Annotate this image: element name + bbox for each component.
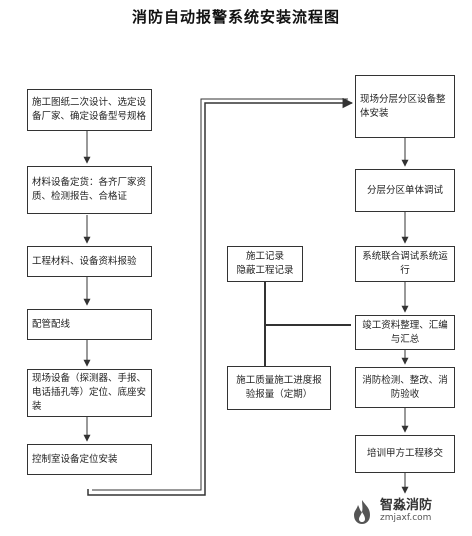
step-right-1-label: 现场分层分区设备整体安装 [360,93,446,119]
step-right-3: 系统联合调试系统运行 [355,246,455,282]
step-right-5-label: 消防检测、整改、消防验收 [362,374,448,400]
step-middle-2: 施工质量施工进度报验报量（定期） [227,366,331,410]
step-left-6-label: 控制室设备定位安装 [32,453,118,465]
step-right-4-label: 竣工资料整理、汇编与汇总 [362,319,448,345]
step-right-6: 培训甲方工程移交 [355,435,455,473]
step-left-3-label: 工程材料、设备资料报验 [32,255,137,267]
step-right-2-label: 分层分区单体调试 [366,184,443,196]
watermark-url: zmjaxf.com [380,513,432,523]
step-right-6-label: 培训甲方工程移交 [366,448,443,459]
step-left-5: 现场设备（探测器、手报、电话插孔等）定位、底座安装 [27,369,152,417]
cross-connector-inner [92,98,348,491]
step-left-1: 施工图纸二次设计、选定设备厂家、确定设备型号规格 [27,89,152,131]
step-left-4-label: 配管配线 [32,318,71,330]
step-right-4: 竣工资料整理、汇编与汇总 [355,315,455,350]
cross-connector [87,97,354,496]
step-left-6: 控制室设备定位安装 [27,444,152,475]
step-middle-1: 施工记录 隐蔽工程记录 [227,246,303,282]
step-left-4: 配管配线 [27,309,152,340]
step-left-2-label: 材料设备定货：各齐厂家资质、检测报告、合格证 [32,177,147,202]
step-right-2: 分层分区单体调试 [355,169,455,212]
middle-links [264,282,351,366]
step-right-1: 现场分层分区设备整体安装 [355,75,455,138]
watermark-logo: 智淼消防 zmjaxf.com [348,492,470,532]
step-left-5-label: 现场设备（探测器、手报、电话插孔等）定位、底座安装 [32,373,147,412]
page-title: 消防自动报警系统安装流程图 [131,8,340,26]
flame-logo-icon [354,500,370,524]
step-middle-2-label: 施工质量施工进度报验报量（定期） [236,375,322,400]
watermark-name: 智淼消防 [380,498,433,513]
step-left-1-label: 施工图纸二次设计、选定设备厂家、确定设备型号规格 [32,97,147,122]
step-right-3-label: 系统联合调试系统运行 [362,251,448,276]
step-right-5: 消防检测、整改、消防验收 [355,367,455,408]
step-left-3: 工程材料、设备资料报验 [27,246,152,277]
step-middle-1-label: 施工记录 隐蔽工程记录 [236,251,294,276]
step-left-2: 材料设备定货：各齐厂家资质、检测报告、合格证 [27,166,152,214]
